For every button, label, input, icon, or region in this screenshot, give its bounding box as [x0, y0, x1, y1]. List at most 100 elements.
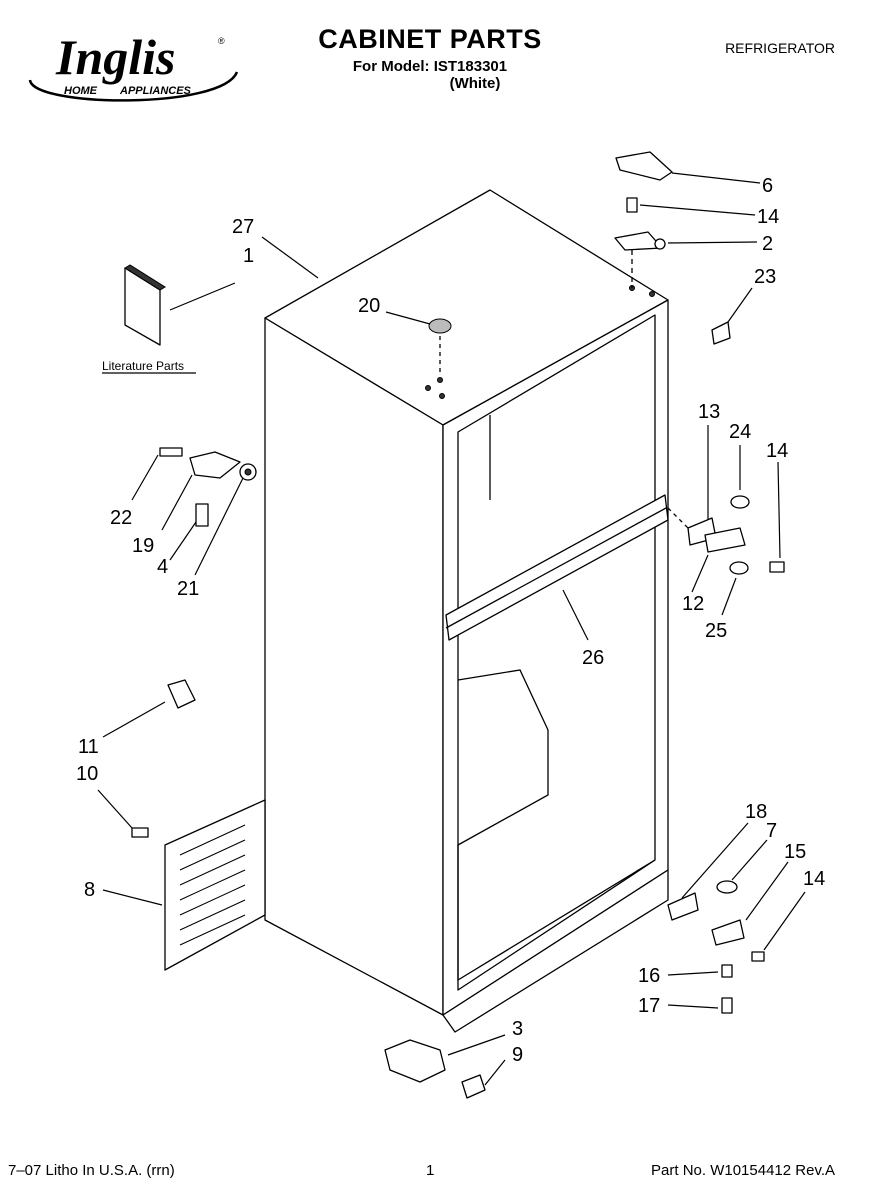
callout-6: 6: [762, 175, 773, 197]
callout-25: 25: [705, 620, 727, 642]
leader-line-19: [161, 474, 193, 531]
literature-booklet-spine: [124, 264, 166, 291]
plug-button-group: [428, 318, 452, 372]
leader-line-16: [667, 971, 719, 976]
callout-14c: 14: [803, 868, 825, 890]
door-stop-group: [159, 447, 257, 527]
leader-line-3: [447, 1034, 506, 1056]
leader-lines: [97, 172, 806, 1086]
leveling-group: [384, 1039, 486, 1099]
bottom-hinge-bolt-part: [721, 997, 733, 1014]
leveling-leg-part: [384, 1039, 446, 1083]
footer-litho: 7–07 Litho In U.S.A. (rrn): [8, 1162, 175, 1179]
callout-7: 7: [766, 820, 777, 842]
center-hinge-washer-part: [730, 495, 750, 509]
literature-parts: Literature Parts: [102, 264, 196, 374]
callout-16: 16: [638, 965, 660, 987]
callout-19: 19: [132, 535, 154, 557]
leader-line-27: [261, 236, 319, 279]
leader-line-8: [102, 889, 163, 906]
callout-8: 8: [84, 879, 95, 901]
center-hinge-lower-washer-part: [729, 561, 749, 575]
center-hinge-screw-part: [769, 561, 785, 573]
leader-line-15: [745, 861, 789, 921]
bottom-hinge-group: [667, 880, 765, 1014]
cabinet-inner-floor: [457, 845, 656, 982]
bottom-hinge-shim-part: [667, 892, 699, 921]
leader-line-25: [721, 577, 737, 616]
logo-tagline-home: HOME: [64, 85, 98, 97]
leader-line-21: [194, 477, 244, 576]
top-hole: [649, 291, 655, 297]
callout-10: 10: [76, 763, 98, 785]
panel-slot: [179, 899, 246, 931]
center-rail-edge: [445, 507, 667, 629]
panel-slot: [179, 884, 246, 916]
callout-1: 1: [243, 245, 254, 267]
leader-line-7: [731, 839, 768, 881]
leader-line-10: [97, 789, 133, 829]
leader-line-14a: [639, 204, 756, 216]
panel-slot: [179, 914, 246, 946]
leader-line-26: [562, 589, 589, 641]
leader-line-14b: [777, 461, 781, 559]
door-stop-bumper-center: [244, 468, 252, 476]
cabinet-base-rail: [442, 869, 669, 1033]
top-hole: [437, 377, 443, 383]
callout-9: 9: [512, 1044, 523, 1066]
leader-line-20: [385, 311, 431, 325]
callout-18: 18: [745, 801, 767, 823]
callout-14b: 14: [766, 440, 788, 462]
leader-line-18: [681, 822, 749, 899]
callout-3: 3: [512, 1018, 523, 1040]
bottom-hinge-screw-part: [751, 951, 765, 962]
panel-slot: [179, 869, 246, 901]
leader-line-23: [727, 287, 753, 323]
center-hinge-axis: [667, 507, 689, 529]
footer-page-number: 1: [426, 1162, 435, 1179]
hinge-cover-part: [615, 151, 673, 181]
leveling-spring-part: [461, 1074, 486, 1099]
callout-2: 2: [762, 233, 773, 255]
top-hole: [439, 393, 445, 399]
door-stop-spacer-part: [195, 503, 209, 527]
clip-group: [131, 679, 196, 838]
hinge-screw-part: [626, 197, 638, 213]
center-hinge-group: [667, 495, 785, 575]
callout-15: 15: [784, 841, 806, 863]
leader-line-17: [667, 1004, 719, 1009]
logo-swoosh: [28, 71, 239, 102]
product-type: REFRIGERATOR: [725, 40, 835, 56]
callout-22: 22: [110, 507, 132, 529]
callout-14a: 14: [757, 206, 779, 228]
page-title: CABINET PARTS: [318, 24, 542, 54]
leader-line-12: [691, 554, 709, 593]
top-hinge-group: [614, 151, 731, 345]
rear-access-panel: [164, 799, 266, 971]
callout-23: 23: [754, 266, 776, 288]
callout-11: 11: [78, 736, 99, 758]
callout-20: 20: [358, 295, 380, 317]
callout-21: 21: [177, 578, 199, 600]
leader-line-9: [484, 1059, 506, 1086]
footer-part-number: Part No. W10154412 Rev.A: [651, 1162, 835, 1179]
literature-label: Literature Parts: [102, 359, 184, 373]
logo-registered-mark: ®: [218, 36, 225, 46]
center-hinge-part: [704, 527, 746, 553]
hinge-shim-part: [711, 321, 731, 345]
callout-13: 13: [698, 401, 720, 423]
logo-brand-text: Inglis: [55, 29, 176, 85]
callout-12: 12: [682, 593, 704, 615]
leader-line-6: [671, 172, 761, 184]
callout-4: 4: [157, 556, 168, 578]
leader-line-11: [102, 701, 166, 738]
model-line: For Model: IST183301: [352, 58, 508, 75]
color-line: (White): [449, 75, 501, 92]
leader-line-14c: [763, 891, 806, 951]
bottom-hinge-part: [711, 919, 745, 946]
callout-27: 27: [232, 216, 254, 238]
cabinet-side-face: [264, 317, 444, 1016]
inglis-logo: Inglis ® HOME APPLIANCES: [28, 29, 239, 102]
leader-line-1: [169, 282, 236, 311]
top-hinge-pin: [654, 238, 666, 250]
